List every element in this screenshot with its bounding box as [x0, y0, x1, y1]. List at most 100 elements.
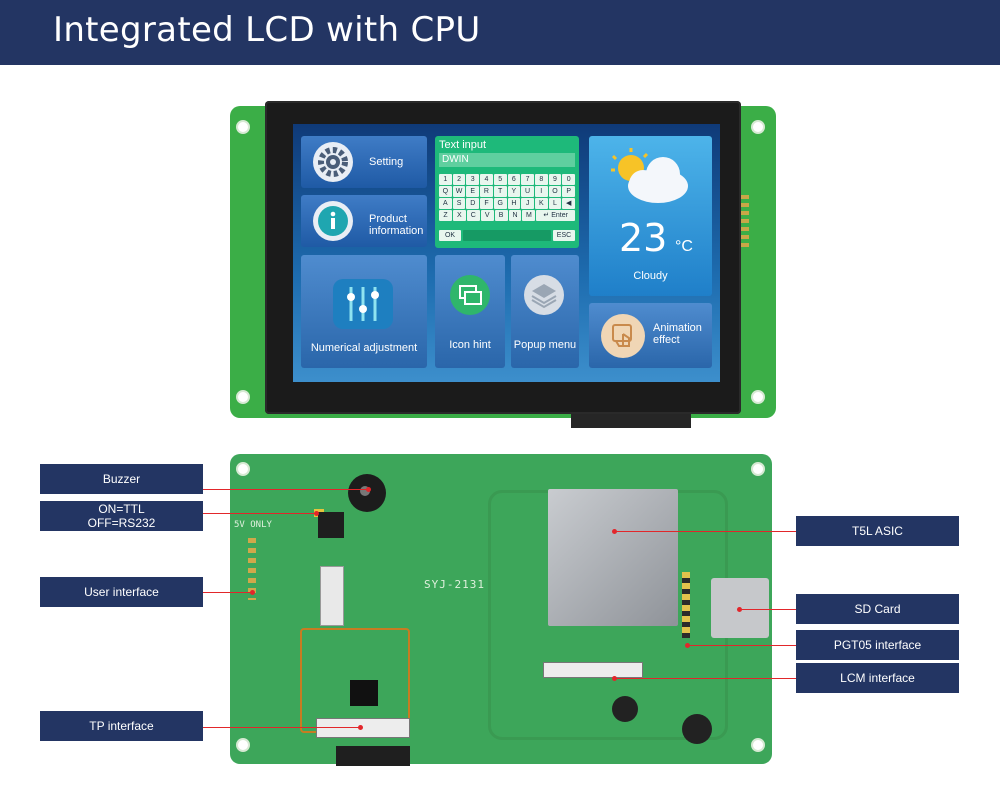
- keyboard-key[interactable]: 7: [521, 174, 534, 185]
- icon-hint-tile[interactable]: Icon hint: [435, 255, 505, 368]
- pointer-buzzer: [203, 489, 369, 490]
- keyboard-key[interactable]: Z: [439, 210, 452, 221]
- pin-header: [741, 195, 749, 247]
- space-key[interactable]: [463, 230, 551, 241]
- keyboard-key[interactable]: Y: [507, 186, 521, 197]
- keyboard-key[interactable]: F: [480, 198, 493, 209]
- callout-ttl: ON=TTL OFF=RS232: [40, 501, 203, 531]
- keyboard-key[interactable]: 1: [439, 174, 452, 185]
- keyboard-key[interactable]: 0: [562, 174, 576, 185]
- setting-tile[interactable]: Setting: [301, 136, 427, 188]
- callout-lcm-interface: LCM interface: [796, 663, 959, 693]
- pointer-ttl: [203, 513, 317, 514]
- esc-key[interactable]: ESC: [553, 230, 575, 241]
- product-info-tile[interactable]: Product information: [301, 195, 427, 247]
- temperature-value: 23: [619, 216, 668, 260]
- keyboard-key[interactable]: J: [521, 198, 534, 209]
- keyboard-key[interactable]: 5: [493, 174, 507, 185]
- mount-hole: [236, 738, 250, 752]
- pointer-dot: [314, 511, 319, 516]
- pointer-dot: [358, 725, 363, 730]
- popup-menu-tile[interactable]: Popup menu: [511, 255, 579, 368]
- keyboard-key[interactable]: K: [534, 198, 548, 209]
- gear-icon: [313, 142, 353, 182]
- inductor: [682, 714, 712, 744]
- keyboard-key[interactable]: D: [466, 198, 480, 209]
- user-interface-header: [248, 538, 256, 600]
- keyboard-key[interactable]: A: [439, 198, 452, 209]
- keyboard-key[interactable]: E: [466, 186, 480, 197]
- keyboard-key[interactable]: ↵ Enter: [536, 210, 576, 221]
- lcm-connector: [543, 662, 643, 678]
- keyboard-key[interactable]: B: [494, 210, 508, 221]
- callout-t5l-asic: T5L ASIC: [796, 516, 959, 546]
- tp-connector: [316, 718, 410, 738]
- keyboard-key[interactable]: 6: [507, 174, 521, 185]
- temperature-unit: °C: [675, 238, 693, 255]
- numerical-adjustment-tile[interactable]: Numerical adjustment: [301, 255, 427, 368]
- weather-label: Cloudy: [633, 270, 668, 282]
- keyboard-key[interactable]: X: [452, 210, 466, 221]
- text-input-field[interactable]: DWIN: [439, 153, 575, 167]
- keyboard-key[interactable]: 3: [466, 174, 480, 185]
- keyboard-key[interactable]: I: [534, 186, 548, 197]
- tp-controller-chip: [350, 680, 378, 706]
- keyboard-key[interactable]: M: [522, 210, 536, 221]
- keyboard-key[interactable]: 4: [480, 174, 493, 185]
- keyboard-key[interactable]: L: [548, 198, 562, 209]
- keyboard-key[interactable]: S: [452, 198, 466, 209]
- keyboard-key[interactable]: H: [507, 198, 521, 209]
- window-icon: [450, 275, 490, 315]
- capacitor: [612, 696, 638, 722]
- ic-chip: [318, 512, 344, 538]
- keyboard-key[interactable]: N: [508, 210, 522, 221]
- mount-hole: [751, 120, 765, 134]
- keyboard-key[interactable]: P: [562, 186, 576, 197]
- pointer-user-interface: [203, 592, 253, 593]
- keyboard-key[interactable]: 8: [534, 174, 548, 185]
- mount-hole: [751, 738, 765, 752]
- cloud-sun-icon: [603, 146, 693, 211]
- pointer-dot: [250, 590, 255, 595]
- tp-cable: [336, 746, 410, 766]
- keyboard-key[interactable]: ◀: [562, 198, 576, 209]
- pointer-pgt05: [688, 645, 796, 646]
- touch-icon: [601, 314, 645, 358]
- keyboard-key[interactable]: V: [480, 210, 494, 221]
- ok-key[interactable]: OK: [439, 230, 461, 241]
- callout-user-interface: User interface: [40, 577, 203, 607]
- weather-tile[interactable]: 23 °C Cloudy: [589, 136, 712, 296]
- icon-hint-label: Icon hint: [449, 339, 491, 351]
- keyboard-key[interactable]: O: [548, 186, 562, 197]
- mount-hole: [236, 390, 250, 404]
- callout-buzzer: Buzzer: [40, 464, 203, 494]
- mount-hole: [236, 120, 250, 134]
- keyboard-key[interactable]: 2: [452, 174, 466, 185]
- voltage-silk: 5V ONLY: [234, 520, 272, 530]
- keyboard-key[interactable]: U: [521, 186, 534, 197]
- pointer-sd-card: [740, 609, 796, 610]
- pointer-dot: [366, 487, 371, 492]
- keyboard-key[interactable]: G: [493, 198, 507, 209]
- keyboard-key[interactable]: W: [452, 186, 466, 197]
- layers-icon: [524, 275, 564, 315]
- keyboard-key[interactable]: C: [466, 210, 480, 221]
- page-title: Integrated LCD with CPU: [53, 10, 481, 50]
- callout-pgt05: PGT05 interface: [796, 630, 959, 660]
- keyboard-key[interactable]: T: [493, 186, 507, 197]
- user-interface-connector: [320, 566, 344, 626]
- keyboard-key[interactable]: R: [480, 186, 493, 197]
- pointer-t5l: [615, 531, 796, 532]
- keyboard-key[interactable]: Q: [439, 186, 452, 197]
- animation-effect-tile[interactable]: Animation effect: [589, 303, 712, 368]
- callout-tp-interface: TP interface: [40, 711, 203, 741]
- header-banner: Integrated LCD with CPU: [0, 0, 1000, 65]
- pointer-dot: [685, 643, 690, 648]
- board-model-silk: SYJ-2131: [424, 578, 485, 591]
- pointer-tp-interface: [203, 727, 361, 728]
- pgt05-header: [682, 572, 690, 638]
- keyboard-key[interactable]: 9: [548, 174, 562, 185]
- pointer-dot: [737, 607, 742, 612]
